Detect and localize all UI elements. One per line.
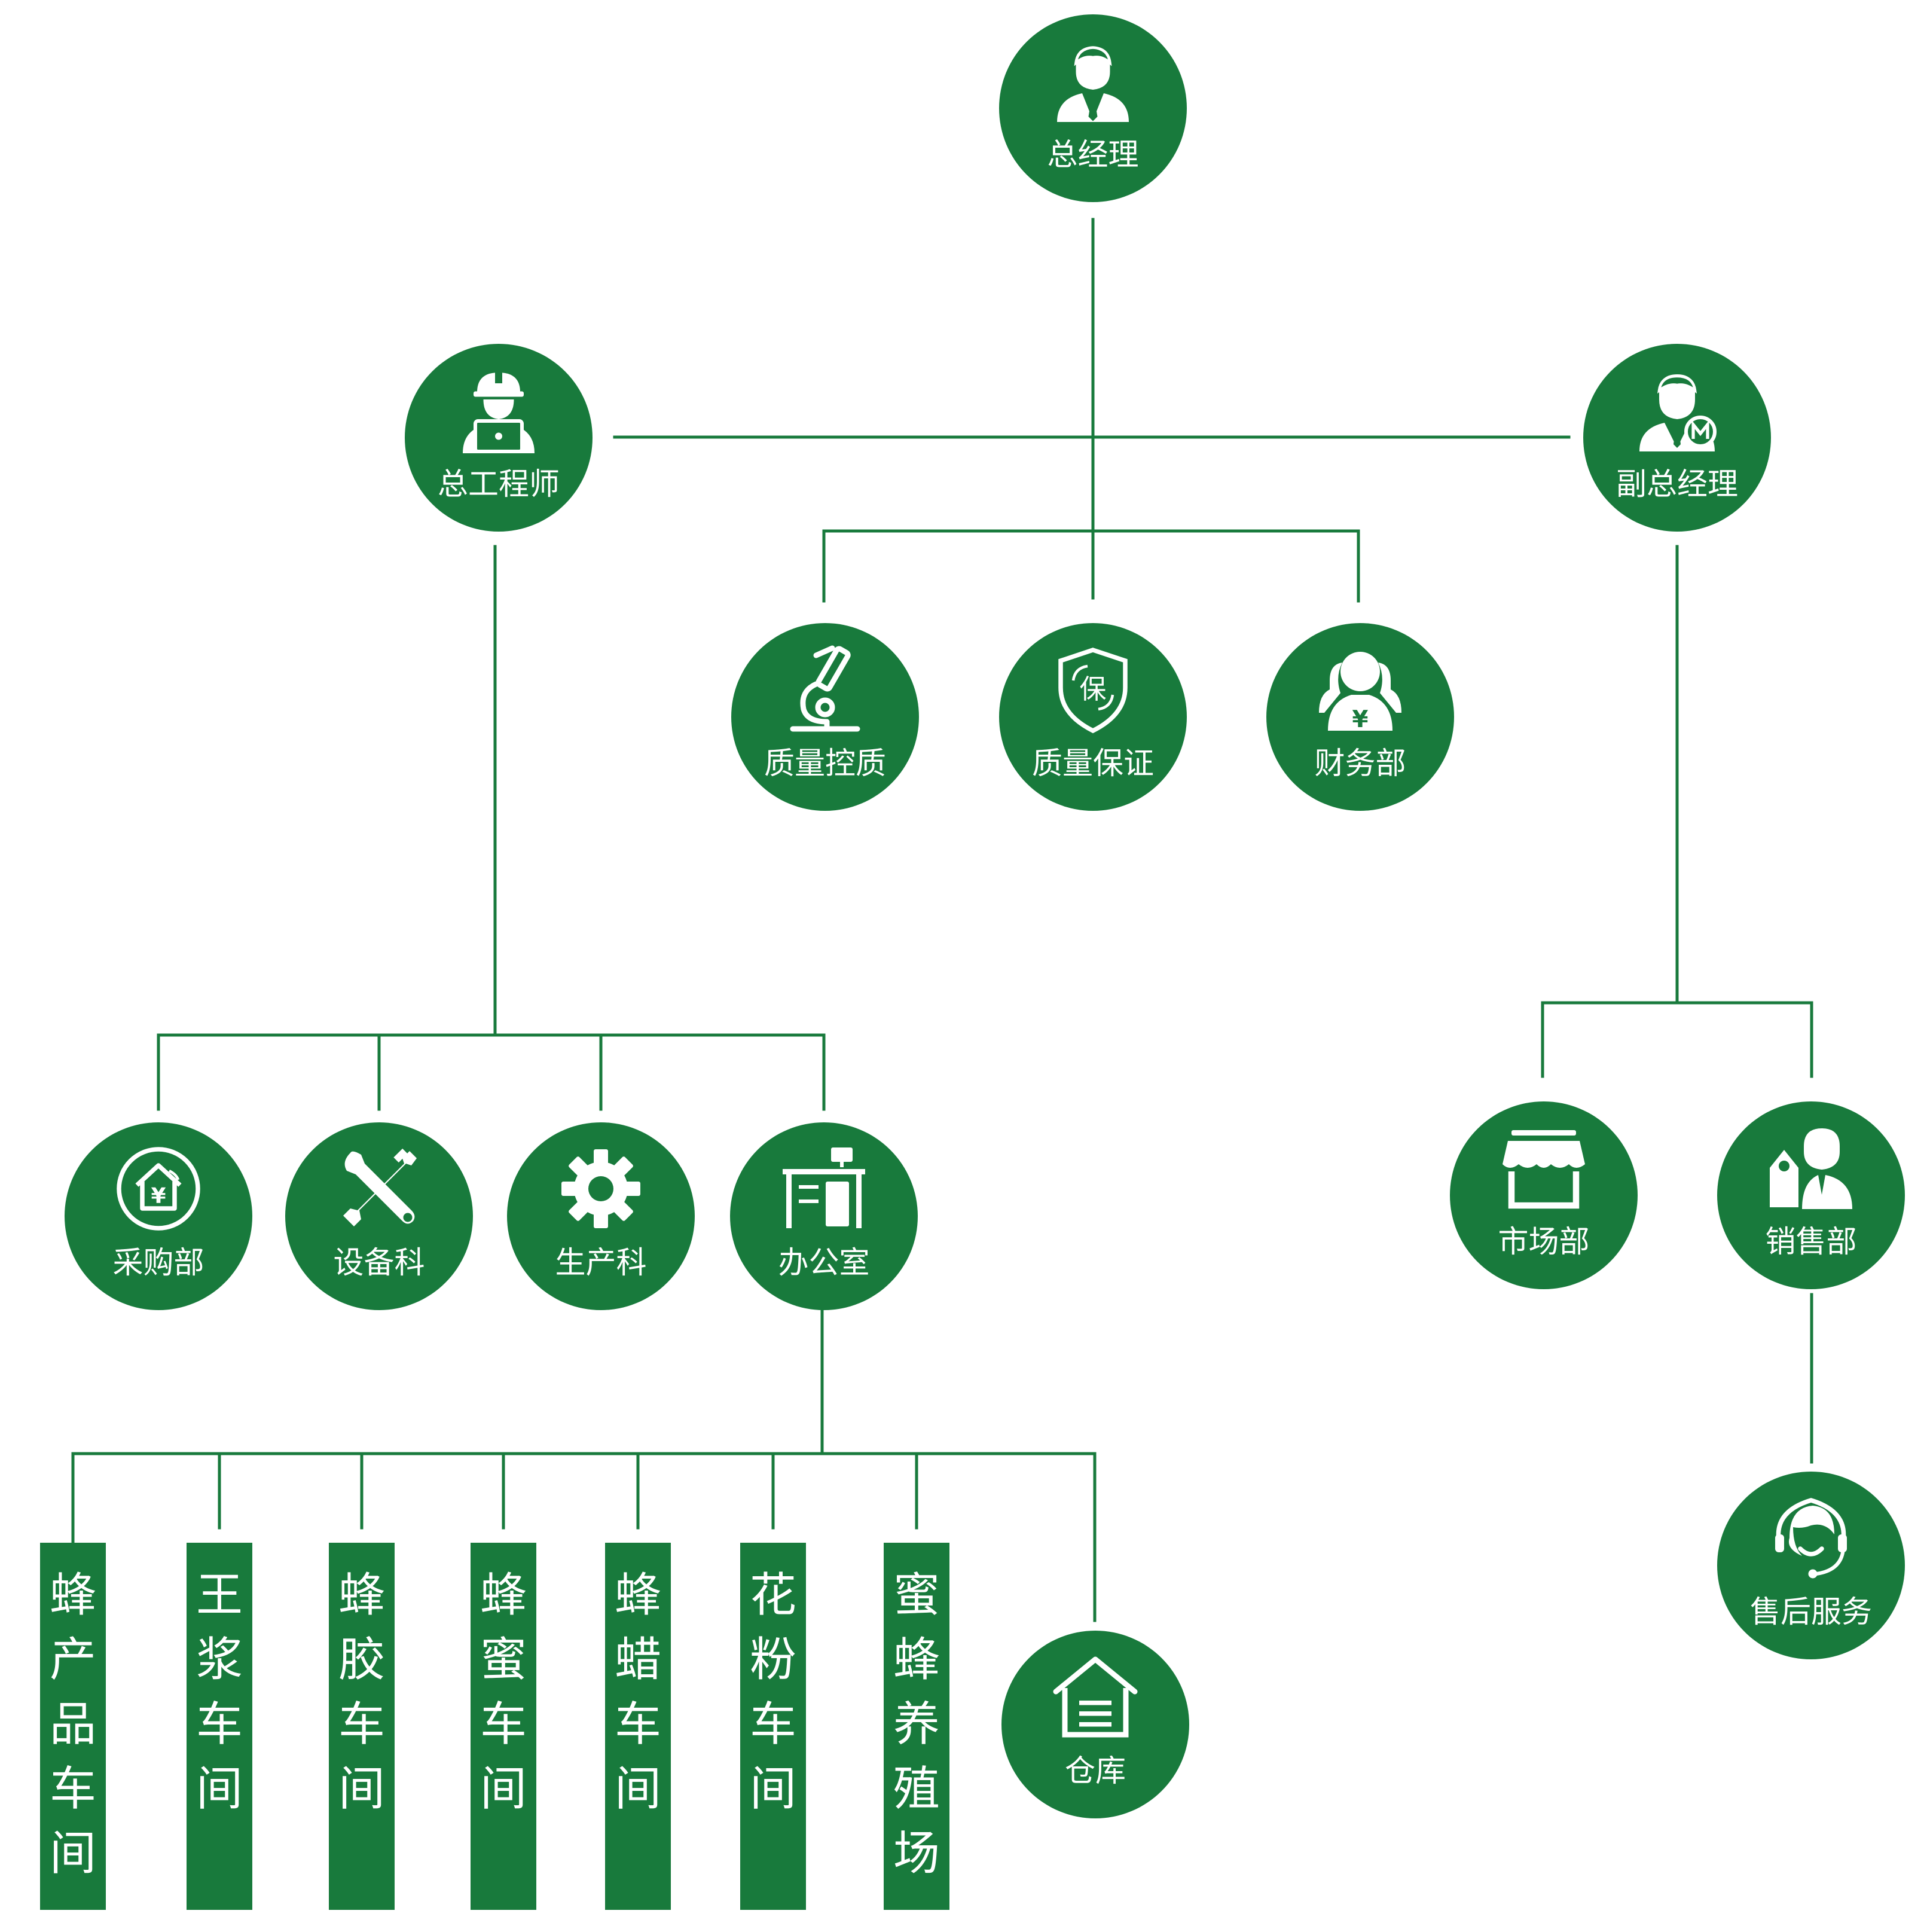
node-label: 副总经理 [1616, 467, 1738, 502]
workshop-label-char: 浆 [196, 1633, 243, 1687]
workshop-box[interactable]: 蜂蜡车间 [605, 1543, 671, 1910]
workshop-label-char: 车 [614, 1698, 661, 1751]
general-manager-node[interactable]: 总经理 [999, 14, 1187, 202]
workshop-label-char: 品 [49, 1698, 96, 1751]
workshop-box[interactable]: 花粉车间 [740, 1543, 806, 1910]
workshop-label-char: 蜂 [49, 1568, 96, 1622]
workshop-label-char: 间 [196, 1762, 243, 1816]
workshop-label-char: 蜂 [893, 1633, 940, 1687]
headset-agent-icon [1775, 1498, 1847, 1579]
node-label: 质量控质 [764, 746, 886, 782]
market-node[interactable]: 市场部 [1450, 1101, 1638, 1289]
workshop-label-char: 殖 [893, 1762, 940, 1816]
workshop-label-char: 车 [196, 1698, 243, 1751]
node-label: 市场部 [1498, 1225, 1590, 1260]
workshop-label-char: 蜜 [480, 1633, 527, 1687]
workshop-label-char: 间 [749, 1762, 796, 1816]
microscope-icon [790, 645, 860, 732]
workshop-label-char: 蜜 [893, 1568, 940, 1622]
workshop-label-char: 间 [614, 1762, 661, 1816]
workshop-label-char: 蜡 [614, 1633, 661, 1687]
shield-icon-text: 保 [1079, 673, 1106, 705]
workshop-label-char: 车 [338, 1698, 385, 1751]
workshop-label-char: 蜂 [338, 1568, 385, 1622]
salesperson-tag-icon [1770, 1128, 1852, 1209]
workshop-box[interactable]: 蜂胶车间 [329, 1543, 395, 1910]
office-node[interactable]: 办公室 [730, 1122, 918, 1310]
yen-sign: ¥ [1352, 706, 1368, 733]
tools-icon [343, 1148, 417, 1226]
purchasing-node[interactable]: ¥ 采购部 [65, 1122, 252, 1310]
workshop-label: 蜂胶车间 [329, 1563, 395, 1821]
manager-icon [1057, 46, 1129, 122]
node-label: 生产科 [555, 1246, 647, 1281]
node-label: 采购部 [112, 1246, 204, 1281]
node-label: 总工程师 [437, 467, 560, 502]
workshop-label: 花粉车间 [740, 1563, 806, 1821]
workshop-label-char: 产 [49, 1633, 96, 1687]
node-label: 质量保证 [1031, 746, 1154, 782]
workshop-label-char: 场 [893, 1827, 940, 1881]
node-label: 仓库 [1064, 1754, 1126, 1789]
yen-sign: ¥ [151, 1184, 166, 1208]
workshop-label: 蜂产品车间 [40, 1563, 106, 1886]
node-label: 总经理 [1047, 138, 1139, 173]
node-label: 售后服务 [1749, 1595, 1872, 1630]
office-desk-icon [783, 1147, 865, 1228]
workshop-label-char: 花 [749, 1568, 796, 1622]
deputy-manager-icon [1639, 374, 1717, 451]
storefront-icon [1503, 1130, 1585, 1209]
workshop-box[interactable]: 蜂产品车间 [40, 1543, 106, 1910]
workshop-label: 王浆车间 [187, 1563, 252, 1821]
purchase-house-icon: ¥ [117, 1147, 200, 1231]
equipment-node[interactable]: 设备科 [285, 1122, 473, 1310]
workshop-label-char: 胶 [338, 1633, 385, 1687]
workshop-box[interactable]: 王浆车间 [187, 1543, 252, 1910]
node-label: 设备科 [333, 1246, 425, 1281]
workshop-label: 蜂蜡车间 [605, 1563, 671, 1821]
finance-people-icon: ¥ [1319, 652, 1401, 733]
workshop-label-char: 养 [893, 1698, 940, 1751]
workshop-label-char: 间 [338, 1762, 385, 1816]
node-label: 财务部 [1314, 746, 1406, 782]
finance-node[interactable]: ¥ 财务部 [1266, 623, 1454, 811]
shield-icon: 保 [1058, 648, 1128, 734]
workshop-label-char: 粉 [749, 1633, 796, 1687]
gear-icon [561, 1149, 640, 1228]
warehouse-node[interactable]: 仓库 [1001, 1631, 1189, 1818]
node-label: 办公室 [778, 1246, 870, 1281]
deputy-general-manager-node[interactable]: 副总经理 [1583, 344, 1771, 532]
workshop-label-char: 间 [480, 1762, 527, 1816]
workshop-box[interactable]: 蜜蜂养殖场 [884, 1543, 949, 1910]
quality-assurance-node[interactable]: 保 质量保证 [999, 623, 1187, 811]
workshop-label-char: 车 [480, 1698, 527, 1751]
workshop-label-char: 车 [49, 1762, 96, 1816]
workshop-label-char: 车 [749, 1698, 796, 1751]
sales-node[interactable]: 销售部 [1717, 1101, 1905, 1289]
workshop-label: 蜂蜜车间 [471, 1563, 536, 1821]
workshop-label-char: 蜂 [480, 1568, 527, 1622]
workshop-label-char: 王 [196, 1568, 243, 1622]
warehouse-icon [1053, 1656, 1138, 1738]
workshop-label-char: 蜂 [614, 1568, 661, 1622]
workshop-label: 蜜蜂养殖场 [884, 1563, 949, 1886]
production-node[interactable]: 生产科 [507, 1122, 695, 1310]
workshop-box[interactable]: 蜂蜜车间 [471, 1543, 536, 1910]
node-label: 销售部 [1765, 1225, 1857, 1260]
after-sales-node[interactable]: 售后服务 [1717, 1472, 1905, 1659]
quality-control-node[interactable]: 质量控质 [731, 623, 919, 811]
chief-engineer-node[interactable]: 总工程师 [405, 344, 593, 532]
engineer-laptop-icon [463, 371, 535, 453]
workshop-label-char: 间 [49, 1827, 96, 1881]
